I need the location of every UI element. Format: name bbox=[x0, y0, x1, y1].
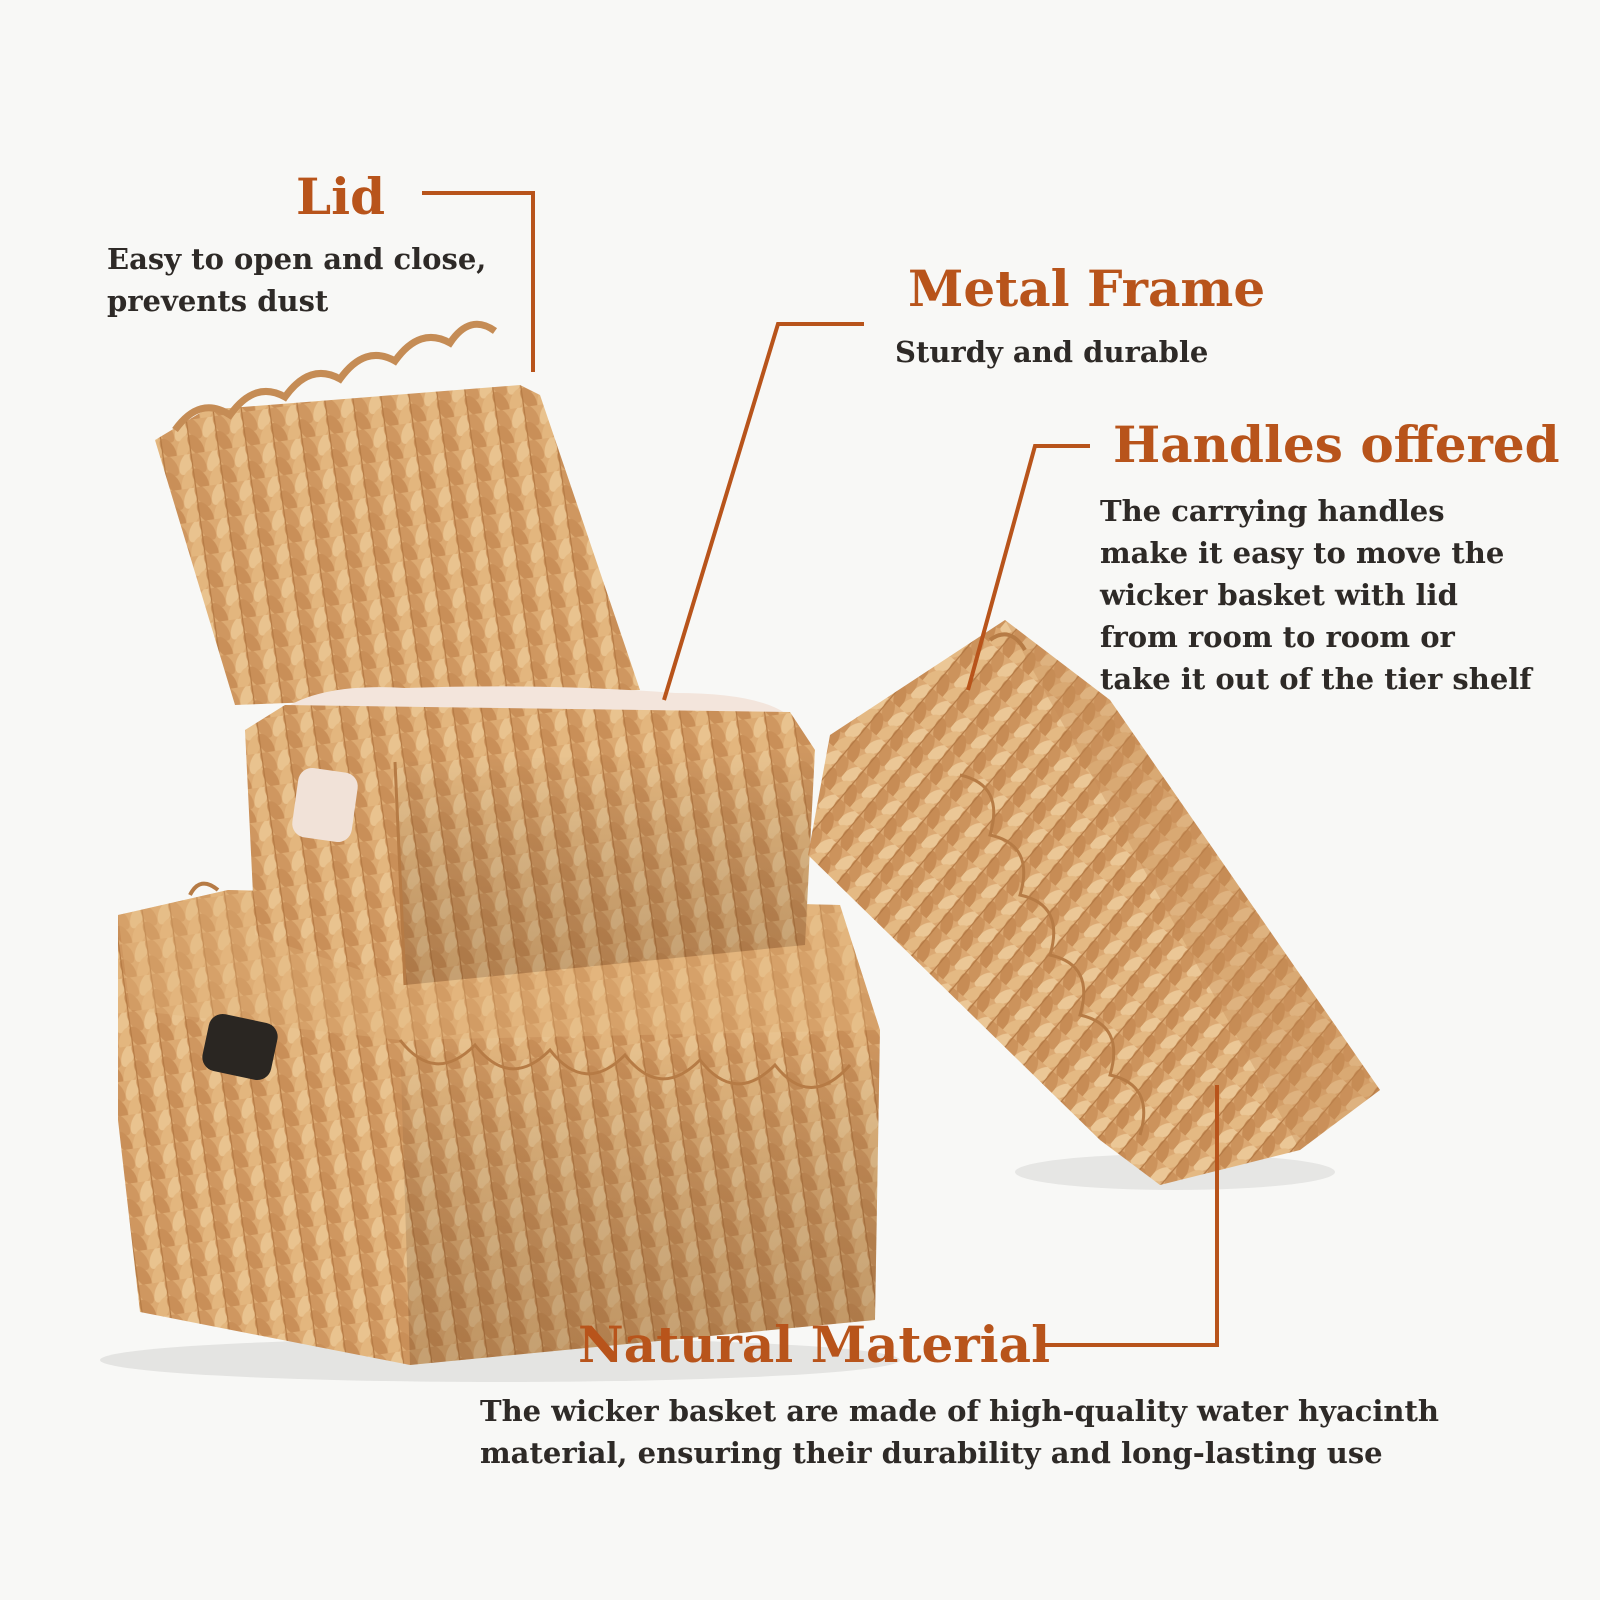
metal-frame-title: Metal Frame bbox=[908, 259, 1266, 318]
handles-description-line: The carrying handles bbox=[1100, 494, 1445, 528]
small-open-basket bbox=[155, 320, 815, 986]
metal-frame-description: Sturdy and durable bbox=[895, 331, 1208, 373]
leader-line-lid bbox=[422, 191, 535, 372]
handle-opening-icon bbox=[292, 767, 358, 843]
basket-lid bbox=[155, 385, 640, 705]
natural-material-description-line: material, ensuring their durability and … bbox=[480, 1436, 1383, 1470]
leader-line-handles bbox=[966, 444, 1090, 691]
natural-material-title: Natural Material bbox=[578, 1315, 1051, 1374]
handles-description-line: from room to room or bbox=[1100, 620, 1455, 654]
handle-cutout-icon bbox=[202, 1013, 278, 1081]
handles-description-line: make it easy to move the bbox=[1100, 536, 1505, 570]
leader-lines bbox=[422, 191, 1219, 1347]
natural-material-description: The wicker basket are made of high-quali… bbox=[480, 1390, 1439, 1474]
lid-description-line: prevents dust bbox=[107, 284, 329, 318]
handles-description: The carrying handles make it easy to mov… bbox=[1100, 490, 1532, 700]
lid-description-line: Easy to open and close, bbox=[107, 242, 487, 276]
lid-title: Lid bbox=[296, 167, 386, 226]
lid-description: Easy to open and close, prevents dust bbox=[107, 238, 486, 322]
natural-material-description-line: The wicker basket are made of high-quali… bbox=[480, 1394, 1439, 1428]
leader-line-natural-material bbox=[1037, 1085, 1219, 1347]
leader-line-metal-frame bbox=[662, 322, 864, 701]
large-basket bbox=[100, 881, 900, 1382]
handles-description-line: wicker basket with lid bbox=[1100, 578, 1458, 612]
metal-frame-description-line: Sturdy and durable bbox=[895, 335, 1209, 369]
handles-description-line: take it out of the tier shelf bbox=[1100, 662, 1532, 696]
tilted-basket bbox=[808, 620, 1380, 1190]
handles-title: Handles offered bbox=[1113, 415, 1560, 474]
